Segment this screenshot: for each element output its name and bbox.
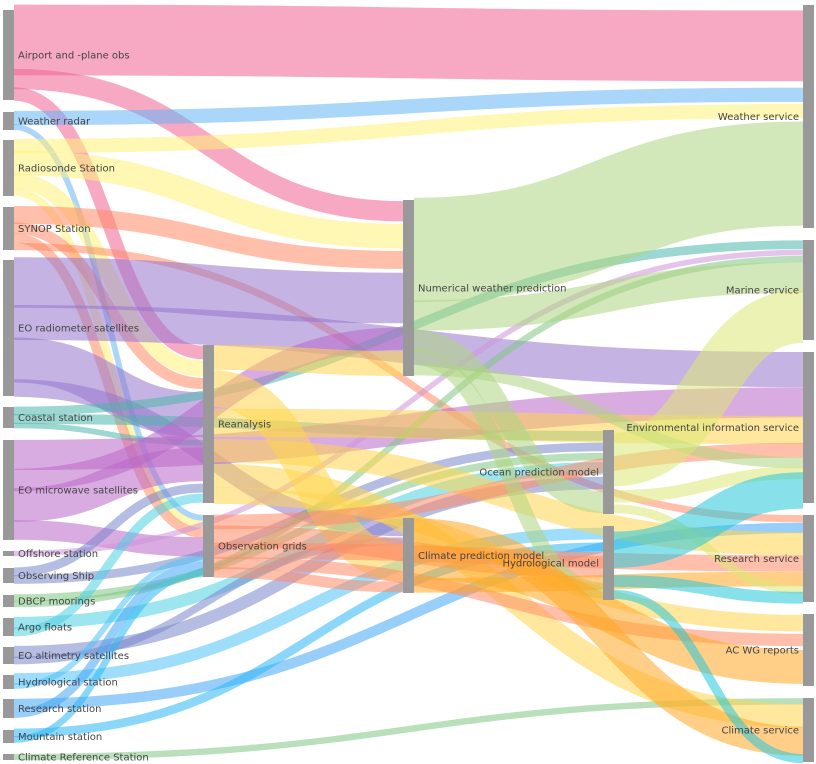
node-label: Marine service	[726, 286, 799, 297]
node-opm[interactable]	[603, 430, 614, 514]
link-nwp-to-ms[interactable]	[413, 262, 804, 331]
node-label: AC WG reports	[726, 646, 799, 657]
node-label: EO altimetry satellites	[18, 651, 129, 662]
node-label: Numerical weather prediction	[418, 284, 567, 295]
node-label: Offshore station	[18, 549, 98, 560]
node-argo[interactable]	[3, 618, 14, 636]
link-radar-to-ws[interactable]	[13, 87, 804, 126]
link-rean-to-nwp[interactable]	[213, 344, 404, 376]
link-opm-to-rs[interactable]	[613, 504, 804, 595]
node-airport[interactable]	[3, 10, 14, 100]
node-label: Climate Reference Station	[18, 753, 149, 764]
node-rean[interactable]	[203, 345, 214, 503]
node-coastal[interactable]	[3, 407, 14, 428]
node-eomw[interactable]	[3, 440, 14, 540]
link-ship-to-rean[interactable]	[13, 483, 204, 577]
link-synop-to-nwp[interactable]	[13, 206, 404, 269]
node-label: Radiosonde Station	[18, 164, 115, 175]
node-hm[interactable]	[603, 526, 614, 600]
link-grids-to-cpm[interactable]	[213, 566, 404, 593]
node-label: Research service	[714, 554, 799, 565]
link-radiosonde-to-ws[interactable]	[13, 103, 804, 154]
node-label: Ocean prediction model	[479, 468, 599, 479]
node-ship[interactable]	[3, 568, 14, 583]
node-dbcp[interactable]	[3, 595, 14, 607]
node-ws[interactable]	[803, 5, 814, 228]
node-cref[interactable]	[3, 754, 14, 760]
link-eomw-to-grids[interactable]	[13, 520, 204, 557]
link-resst-to-grids[interactable]	[13, 561, 204, 718]
link-cpm-to-acwg[interactable]	[413, 545, 804, 684]
node-label: Reanalysis	[218, 420, 271, 431]
node-synop[interactable]	[3, 207, 14, 250]
node-nwp[interactable]	[403, 200, 414, 376]
link-hydst-to-grids[interactable]	[13, 556, 204, 689]
node-label: Mountain station	[18, 732, 102, 743]
node-resst[interactable]	[3, 699, 14, 718]
link-radiosonde-to-nwp[interactable]	[13, 150, 404, 249]
node-grids[interactable]	[203, 515, 214, 577]
link-cpm-to-cs[interactable]	[413, 518, 804, 756]
node-mount[interactable]	[3, 730, 14, 743]
link-nwp-to-opm[interactable]	[413, 330, 604, 514]
node-label: Observing Ship	[18, 571, 94, 582]
node-label: Airport and -plane obs	[18, 51, 130, 62]
link-eorad-to-rean[interactable]	[13, 337, 204, 438]
node-hydst[interactable]	[3, 675, 14, 689]
link-hm-to-cs[interactable]	[613, 589, 804, 764]
node-label: Environmental information service	[626, 423, 799, 434]
link-eomw-to-rean[interactable]	[13, 447, 204, 522]
node-cs[interactable]	[803, 698, 814, 762]
link-opm-to-ms[interactable]	[612, 289, 805, 487]
link-cref-to-cs[interactable]	[13, 698, 804, 761]
link-nwp-to-eis[interactable]	[413, 364, 804, 469]
link-opm-to-eis[interactable]	[613, 466, 804, 503]
node-label: EO radiometer satellites	[18, 324, 139, 335]
link-hm-to-eis[interactable]	[613, 472, 804, 568]
node-rs[interactable]	[803, 515, 814, 602]
node-radar[interactable]	[3, 112, 14, 130]
node-cpm[interactable]	[403, 518, 414, 593]
link-argo-to-rean[interactable]	[13, 493, 204, 637]
node-label: Research station	[18, 704, 101, 715]
node-label: Climate prediction model	[418, 551, 544, 562]
node-eis[interactable]	[803, 352, 814, 503]
node-eoalt[interactable]	[3, 647, 14, 664]
node-label: Coastal station	[18, 413, 93, 424]
link-offshore-to-ms[interactable]	[13, 249, 804, 557]
node-label: Weather service	[718, 112, 799, 123]
node-ms[interactable]	[803, 240, 814, 340]
node-label: Argo floats	[18, 623, 72, 634]
node-label: EO microwave satellites	[18, 486, 138, 497]
node-label: Climate service	[722, 726, 799, 737]
link-hm-to-rs[interactable]	[613, 575, 804, 604]
link-mount-to-grids[interactable]	[13, 570, 204, 743]
node-radiosonde[interactable]	[3, 140, 14, 196]
link-nwp-to-ws[interactable]	[413, 121, 804, 303]
link-dbcp-to-opm[interactable]	[13, 452, 604, 602]
link-airport-to-ws[interactable]	[13, 4, 804, 82]
node-label: Hydrological station	[18, 678, 118, 689]
node-eorad[interactable]	[3, 260, 14, 396]
node-label: Hydrological model	[502, 559, 599, 570]
node-label: SYNOP Station	[18, 224, 91, 235]
node-offshore[interactable]	[3, 551, 14, 556]
node-label: Weather radar	[18, 117, 91, 128]
node-acwg[interactable]	[803, 614, 814, 686]
link-eorad-to-nwp[interactable]	[13, 257, 404, 324]
node-label: Observation grids	[218, 542, 307, 553]
node-label: DBCP moorings	[18, 597, 95, 608]
